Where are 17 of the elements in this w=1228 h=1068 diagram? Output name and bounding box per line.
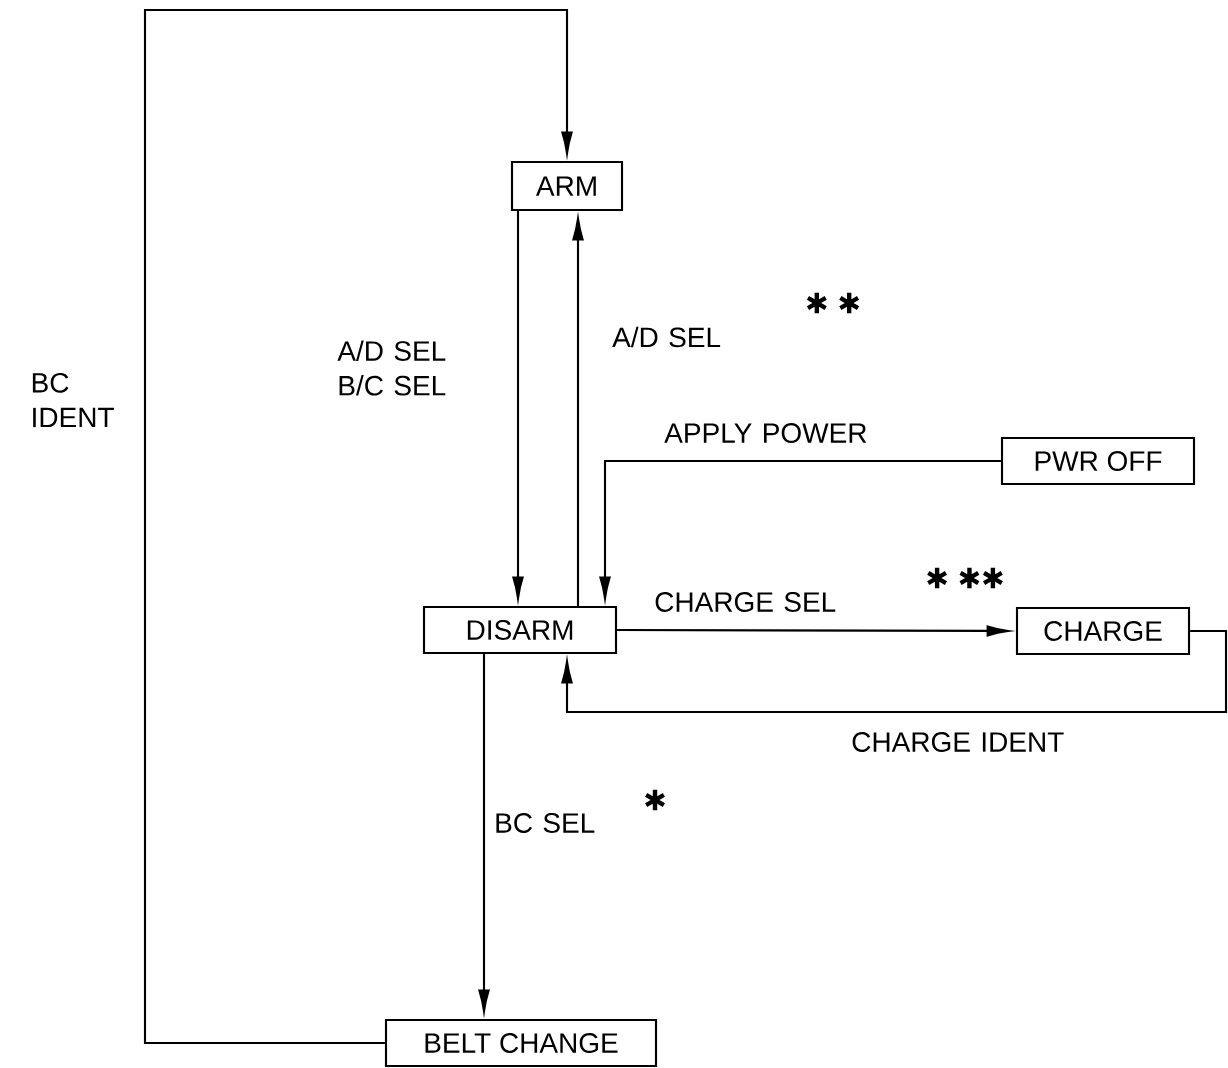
edge-label: CHARGE SEL (655, 592, 836, 612)
edge-label: BC SEL (496, 813, 595, 833)
edge-label: BC IDENT (32, 372, 114, 428)
edge-label: CHARGE IDENT (852, 732, 1064, 752)
state-box: BELT CHANGE (384, 1018, 658, 1068)
state-box: DISARM (422, 605, 618, 655)
state-box: ARM (510, 160, 624, 212)
edge-label: A/D SEL (612, 326, 721, 348)
state-box: CHARGE (1015, 606, 1191, 656)
footnote-asterisk: ✱ (645, 789, 665, 811)
arrow (143, 8, 573, 1045)
footnote-asterisk: ✱ ✱✱ (927, 567, 1003, 589)
state-box: PWR OFF (1000, 436, 1196, 486)
edge-label: A/D SEL B/C SEL (337, 340, 446, 396)
edge-label: APPLY POWER (664, 423, 867, 443)
arrow (561, 629, 1228, 714)
footnote-asterisk: ✱ ✱ (806, 292, 860, 314)
